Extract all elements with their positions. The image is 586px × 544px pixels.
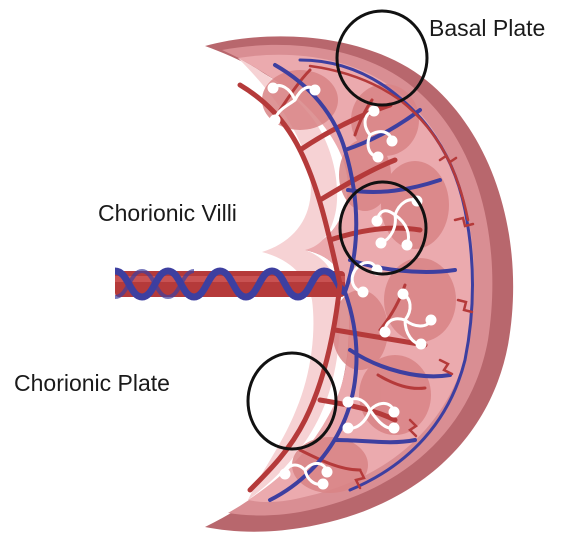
basal-plate-label: Basal Plate [429, 15, 545, 42]
chorionic-plate-label: Chorionic Plate [14, 370, 170, 397]
chorionic-villi-label: Chorionic Villi [98, 200, 237, 227]
umbilical-cord-icon [115, 271, 345, 297]
